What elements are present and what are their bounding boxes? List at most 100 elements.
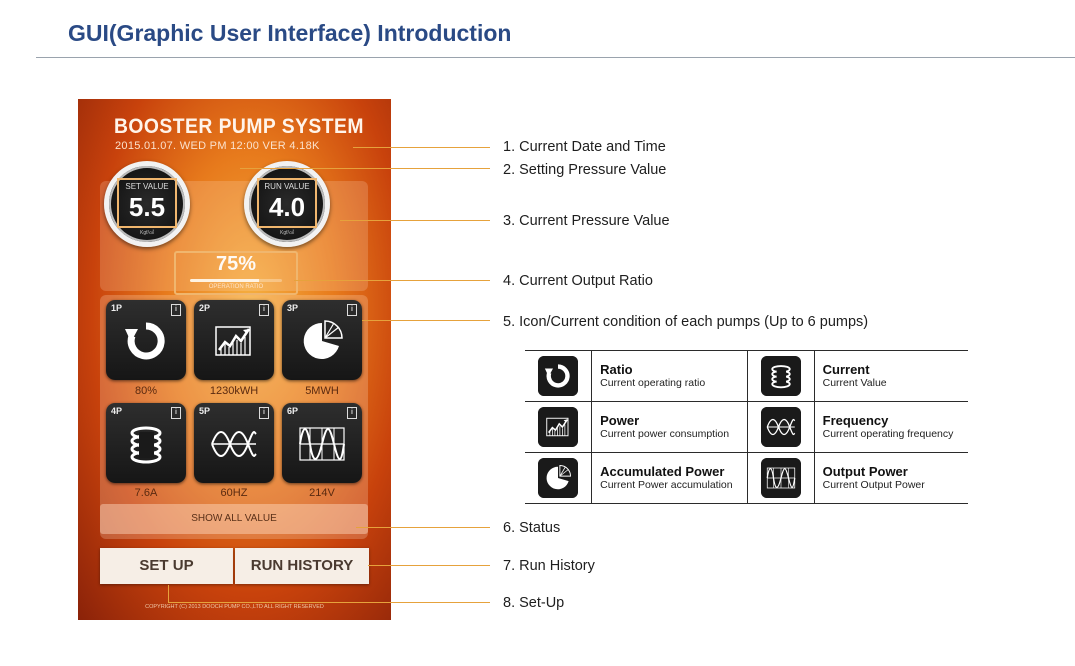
app-title: BOOSTER PUMP SYSTEM: [114, 115, 364, 138]
legend-name: Output Power: [822, 464, 908, 479]
info-icon[interactable]: i: [171, 407, 181, 419]
phone-screen: BOOSTER PUMP SYSTEM 2015.01.07. WED PM 1…: [78, 99, 391, 620]
pump-tile-5p[interactable]: 5P i: [194, 403, 274, 483]
legend-desc: Current operating frequency: [822, 428, 954, 440]
title-divider: [36, 57, 1075, 58]
ratio-icon: [538, 356, 579, 396]
legend-name: Frequency: [822, 413, 889, 428]
info-icon[interactable]: i: [171, 304, 181, 316]
legend-name: Ratio: [600, 362, 633, 377]
callout-line-1: [353, 147, 490, 148]
callout-line-4: [294, 280, 490, 281]
pump-tile-4p[interactable]: 4P i: [106, 403, 186, 483]
callout-4: 4. Current Output Ratio: [503, 273, 653, 289]
operation-ratio-value: 75%: [215, 253, 257, 275]
pump-id: 3P: [287, 303, 299, 313]
run-value-gauge: RUN VALUE 4.0 Kgf/㎠: [244, 161, 330, 247]
legend-name: Accumulated Power: [600, 464, 725, 479]
callout-3: 3. Current Pressure Value: [503, 213, 670, 229]
show-all-value-button[interactable]: SHOW ALL VALUE: [100, 504, 368, 534]
legend-text-cell: Output Power Current Output Power: [814, 452, 968, 504]
frequency-icon: [760, 407, 801, 447]
legend-text-cell: Current Current Value: [814, 350, 968, 402]
accumulated-power-icon: [302, 320, 343, 360]
run-value-box: RUN VALUE 4.0: [257, 178, 317, 228]
legend-icon-cell: [525, 452, 593, 504]
page-title: GUI(Graphic User Interface) Introduction: [68, 20, 512, 46]
set-value-label: SET VALUE: [125, 182, 169, 191]
legend-row: Accumulated Power Current Power accumula…: [525, 452, 968, 504]
callout-line-7: [368, 565, 490, 566]
current-icon: [760, 356, 801, 396]
callout-line-3: [340, 220, 490, 221]
pump-value-3p: 5MWH: [305, 385, 339, 397]
legend-row: Power Current power consumption Frequenc…: [525, 401, 968, 453]
set-value-gauge: SET VALUE 5.5 Kgf/㎠: [104, 161, 190, 247]
info-icon[interactable]: i: [259, 304, 269, 316]
legend-desc: Current Value: [822, 377, 887, 389]
pump-value-5p: 60HZ: [220, 487, 248, 499]
pump-id: 4P: [111, 406, 123, 416]
pump-value-6p: 214V: [309, 487, 335, 499]
pump-value-4p: 7.6A: [134, 487, 158, 499]
callout-2: 2. Setting Pressure Value: [503, 162, 667, 178]
info-icon[interactable]: i: [347, 304, 357, 316]
info-icon[interactable]: i: [259, 407, 269, 419]
run-value-number: 4.0: [268, 192, 306, 222]
icon-legend-table: Ratio Current operating ratio Current Cu…: [525, 350, 968, 504]
callout-8: 8. Set-Up: [503, 595, 565, 611]
legend-icon-cell: [525, 401, 593, 453]
callout-line-2: [240, 168, 490, 169]
legend-text-cell: Power Current power consumption: [591, 401, 748, 453]
legend-desc: Current operating ratio: [600, 377, 706, 389]
operation-ratio-label: OPERATION RATIO: [208, 284, 264, 290]
power-icon: [214, 325, 252, 357]
pump-value-1p: 80%: [134, 385, 158, 397]
ratio-icon: [122, 317, 170, 365]
pump-id: 2P: [199, 303, 211, 313]
callout-line-6: [356, 527, 490, 528]
info-icon[interactable]: i: [347, 407, 357, 419]
legend-icon-cell: [747, 350, 815, 402]
callout-5: 5. Icon/Current condition of each pumps …: [503, 314, 869, 330]
legend-desc: Current power consumption: [600, 428, 730, 440]
legend-name: Current: [822, 362, 870, 377]
callout-line-5: [362, 320, 490, 321]
legend-icon-cell: [525, 350, 593, 402]
frequency-icon: [211, 431, 257, 457]
legend-text-cell: Ratio Current operating ratio: [591, 350, 748, 402]
legend-name: Power: [600, 413, 640, 428]
operation-ratio: 75% OPERATION RATIO: [174, 251, 298, 295]
pump-tile-3p[interactable]: 3P i: [282, 300, 362, 380]
legend-icon-cell: [747, 452, 815, 504]
copyright: COPYRIGHT (C) 2013 DOOCH PUMP CO.,LTD AL…: [145, 604, 324, 610]
power-icon: [538, 407, 579, 447]
callout-6: 6. Status: [503, 520, 561, 536]
callout-line-8-vertical: [168, 585, 169, 602]
legend-icon-cell: [747, 401, 815, 453]
legend-row: Ratio Current operating ratio Current Cu…: [525, 350, 968, 402]
pump-id: 6P: [287, 406, 299, 416]
output-power-icon: [760, 458, 801, 498]
pump-id: 5P: [199, 406, 211, 416]
legend-text-cell: Accumulated Power Current Power accumula…: [591, 452, 748, 504]
pump-tile-6p[interactable]: 6P i: [282, 403, 362, 483]
set-value-unit: Kgf/㎠: [140, 230, 154, 236]
current-icon: [130, 426, 162, 464]
setup-button[interactable]: SET UP: [100, 548, 233, 584]
run-value-label: RUN VALUE: [264, 182, 310, 191]
date-time-version: 2015.01.07. WED PM 12:00 VER 4.18K: [115, 140, 320, 152]
run-value-unit: Kgf/㎠: [280, 230, 294, 236]
callout-1: 1. Current Date and Time: [503, 139, 666, 155]
pump-tile-1p[interactable]: 1P i: [106, 300, 186, 380]
accumulated-power-icon: [538, 458, 579, 498]
run-history-button[interactable]: RUN HISTORY: [235, 548, 369, 584]
set-value-number: 5.5: [128, 192, 166, 222]
pump-id: 1P: [111, 303, 123, 313]
pump-tile-2p[interactable]: 2P i: [194, 300, 274, 380]
output-power-icon: [299, 427, 345, 461]
pump-value-2p: 1230kWH: [209, 385, 259, 397]
callout-7: 7. Run History: [503, 558, 595, 574]
legend-desc: Current Output Power: [822, 479, 925, 491]
set-value-box: SET VALUE 5.5: [117, 178, 177, 228]
